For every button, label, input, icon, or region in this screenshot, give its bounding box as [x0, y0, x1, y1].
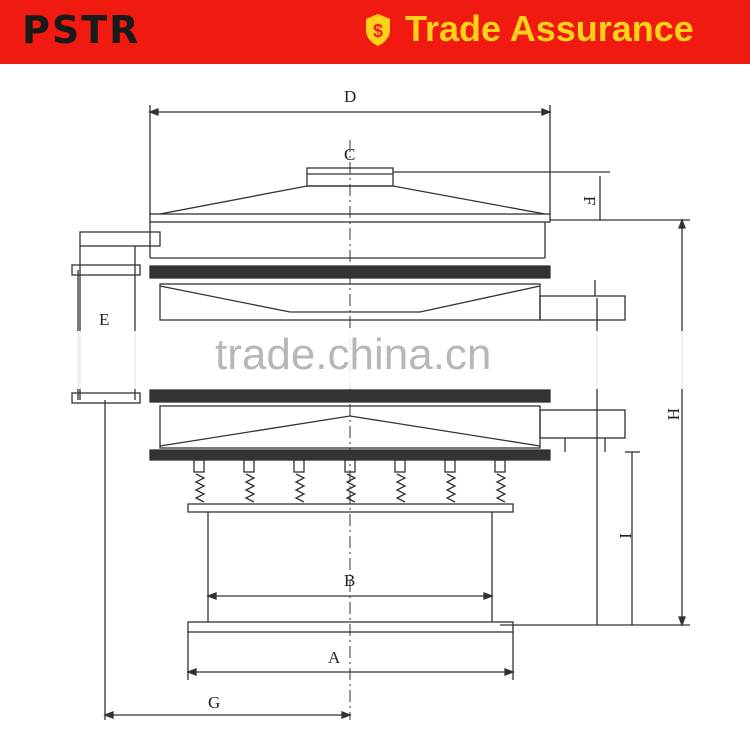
dim-label-b: B [344, 571, 355, 590]
svg-text:$: $ [373, 21, 383, 41]
dim-label-a: A [328, 648, 341, 667]
dim-label-e: E [99, 310, 109, 329]
dim-label-f: F [580, 196, 599, 205]
trade-assurance-label: Trade Assurance [405, 8, 694, 49]
trade-assurance-shield-icon: $ [366, 14, 390, 46]
dim-label-g: G [208, 693, 220, 712]
dim-label-d: D [344, 87, 356, 106]
watermark-text: trade.china.cn [215, 330, 492, 379]
watermark-band [60, 331, 700, 389]
pstr-logo: PSTR [22, 8, 141, 52]
header-banner: PSTR $ Trade Assurance [0, 0, 750, 64]
dim-label-h: H [664, 408, 683, 420]
dim-label-c: C [344, 145, 355, 164]
dim-label-i: I [616, 533, 635, 539]
